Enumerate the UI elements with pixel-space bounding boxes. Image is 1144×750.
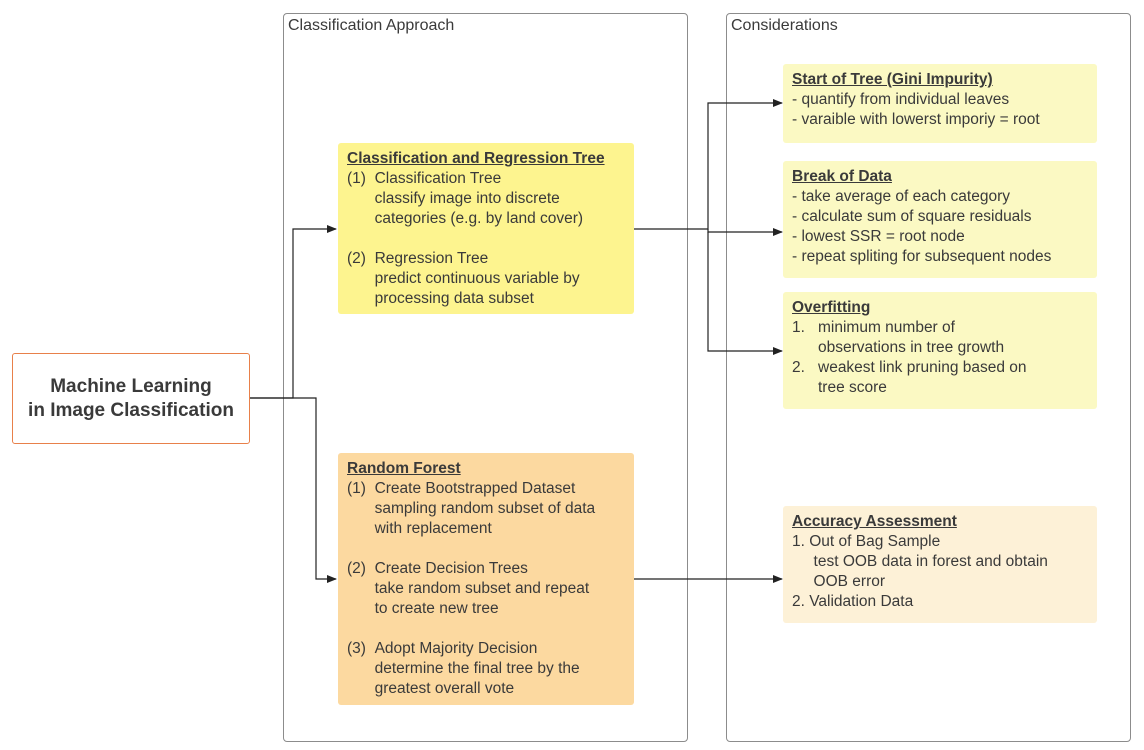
accuracy-line-1: 1. Out of Bag Sample [792, 533, 941, 550]
edge-cart-to-overfit [707, 232, 783, 355]
gini-box: Start of Tree (Gini Impurity) - quantify… [783, 64, 1097, 143]
cart-item-1: (1) Classification Tree classify image i… [347, 169, 625, 229]
accuracy-line-3: OOB error [792, 573, 886, 590]
overfit-item-1: 1. minimum number of observations in tree… [792, 318, 1088, 358]
break-line-1: - take average of each category [792, 188, 1010, 205]
gini-line-1: - quantify from individual leaves [792, 91, 1010, 108]
cart-heading: Classification and Regression Tree [347, 150, 605, 167]
rf-item-2: (2) Create Decision Trees take random su… [347, 559, 625, 619]
cart-box: Classification and Regression Tree (1) C… [338, 143, 634, 314]
overfitting-box: Overfitting 1. minimum number of observat… [783, 292, 1097, 409]
break-line-4: - repeat spliting for subsequent nodes [792, 248, 1052, 265]
rf-item-3: (3) Adopt Majority Decision determine th… [347, 639, 625, 699]
break-line-3: - lowest SSR = root node [792, 228, 965, 245]
edge-root-to-cart [249, 225, 337, 399]
overfit-item-2: 2. weakest link pruning based on tree sco… [792, 358, 1088, 398]
random-forest-box: Random Forest (1) Create Bootstrapped Da… [338, 453, 634, 705]
gini-line-2: - varaible with lowerst imporiy = root [792, 111, 1040, 128]
cart-item-2: (2) Regression Tree predict continuous v… [347, 249, 625, 309]
rf-item-3-num: (3) [347, 640, 366, 657]
rf-item-3-text: Adopt Majority Decision determine the fi… [374, 640, 580, 697]
rf-item-2-text: Create Decision Trees take random subset… [374, 560, 590, 617]
root-label: Machine Learning in Image Classification [28, 375, 234, 421]
gini-heading: Start of Tree (Gini Impurity) [792, 71, 993, 88]
overfit-item-2-text: weakest link pruning based on tree score [818, 359, 1027, 396]
rf-item-2-num: (2) [347, 560, 366, 577]
rf-item-1-num: (1) [347, 480, 366, 497]
rf-item-1-text: Create Bootstrapped Dataset sampling ran… [374, 480, 596, 537]
rf-item-1: (1) Create Bootstrapped Dataset sampling… [347, 479, 625, 539]
accuracy-heading: Accuracy Assessment [792, 513, 957, 530]
accuracy-assessment-box: Accuracy Assessment 1. Out of Bag Sample… [783, 506, 1097, 623]
classification-approach-title: Classification Approach [288, 17, 455, 34]
cart-item-2-num: (2) [347, 250, 366, 267]
overfit-heading: Overfitting [792, 299, 871, 316]
root-node: Machine Learning in Image Classification [12, 353, 250, 444]
cart-item-2-text: Regression Tree predict continuous varia… [374, 250, 580, 307]
overfit-item-2-num: 2. [792, 359, 805, 376]
accuracy-line-2: test OOB data in forest and obtain [792, 553, 1048, 570]
break-line-2: - calculate sum of square residuals [792, 208, 1032, 225]
break-of-data-box: Break of Data - take average of each cat… [783, 161, 1097, 278]
rf-heading: Random Forest [347, 460, 461, 477]
cart-item-1-text: Classification Tree classify image into … [374, 170, 584, 227]
overfit-item-1-text: minimum number of observations in tree g… [818, 319, 1005, 356]
overfit-item-1-num: 1. [792, 319, 805, 336]
edge-cart-to-break [707, 228, 783, 236]
edge-cart-to-gini [634, 99, 783, 230]
cart-item-1-num: (1) [347, 170, 366, 187]
break-heading: Break of Data [792, 168, 892, 185]
considerations-title: Considerations [731, 17, 838, 34]
edge-root-to-rf [249, 397, 337, 583]
accuracy-line-4: 2. Validation Data [792, 593, 914, 610]
